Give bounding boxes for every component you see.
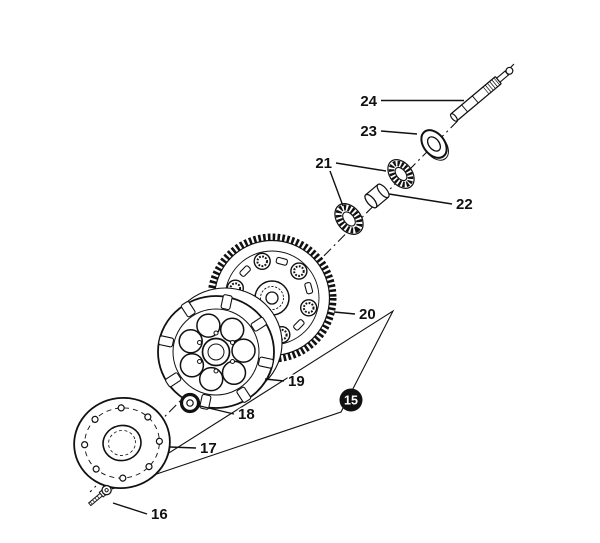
leader-line-16: [112, 502, 148, 515]
assembly-badge-label: 15: [344, 394, 358, 408]
part-drive-shaft: [449, 66, 514, 122]
leader-line-18: [199, 405, 235, 415]
assembly-wedge-outline: [111, 309, 395, 490]
part-bushing-nut: [179, 392, 201, 414]
leader-line-22: [388, 193, 453, 205]
leader-line-20: [333, 311, 356, 315]
part-clutch-basket: [157, 287, 283, 410]
basket-finger-slots: [158, 294, 274, 410]
part-spacer-sleeve: [364, 183, 390, 209]
callout-17-label: 17: [200, 440, 217, 457]
assembly-badge: 15: [339, 388, 363, 412]
leader-line-21a: [335, 162, 387, 172]
leader-line-23: [380, 130, 418, 135]
basket-holes: [178, 313, 256, 392]
part-washer: [420, 129, 449, 161]
leader-line-17: [169, 446, 197, 449]
part-pressure-plate: [73, 396, 171, 490]
callout-22-label: 22: [456, 196, 473, 213]
callout-21-label: 21: [315, 155, 332, 172]
leader-line-19: [264, 378, 285, 382]
part-bearing-ring-lower: [334, 203, 364, 235]
basket-rivets: [197, 330, 235, 374]
plate-holes: [81, 404, 163, 482]
part-bearing-ring-upper: [387, 159, 415, 189]
callout-19-label: 19: [288, 373, 305, 390]
callout-23-label: 23: [360, 123, 377, 140]
callout-24-label: 24: [360, 93, 377, 110]
callout-20-label: 20: [359, 306, 376, 323]
callout-18-label: 18: [238, 406, 255, 423]
leader-line-21b: [329, 170, 344, 207]
callout-16-label: 16: [151, 506, 168, 523]
part-screw: [87, 484, 112, 507]
